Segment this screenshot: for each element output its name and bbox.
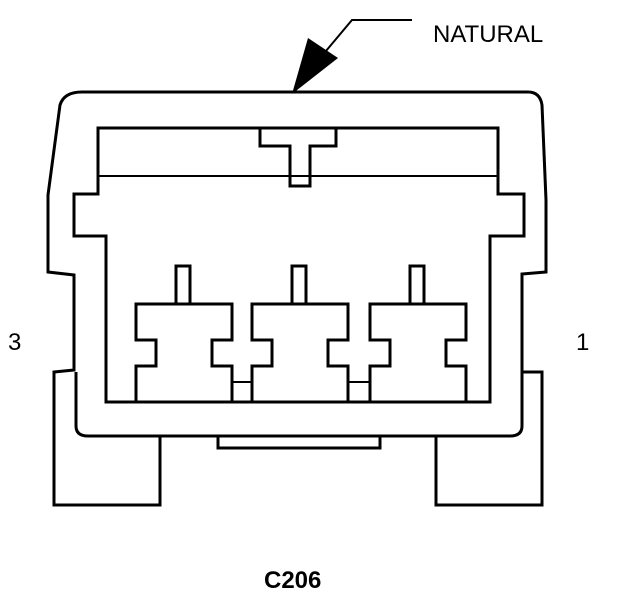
- color-callout-arrow: [292, 19, 412, 94]
- connector-inner-wall: [74, 372, 160, 438]
- bottom-key-notch: [216, 434, 382, 450]
- connector-id-label: C206: [264, 567, 321, 594]
- pin-label-right: 1: [576, 329, 589, 356]
- connector-housing-outline: [46, 90, 548, 507]
- terminal-cavity-3: [134, 264, 234, 404]
- terminal-cavity-1: [368, 264, 468, 404]
- pin-label-left: 3: [8, 329, 21, 356]
- terminal-cavity-2: [250, 264, 350, 404]
- latch-region: [97, 128, 499, 194]
- color-label: NATURAL: [433, 21, 543, 48]
- connector-inner-wall-right: [436, 372, 524, 438]
